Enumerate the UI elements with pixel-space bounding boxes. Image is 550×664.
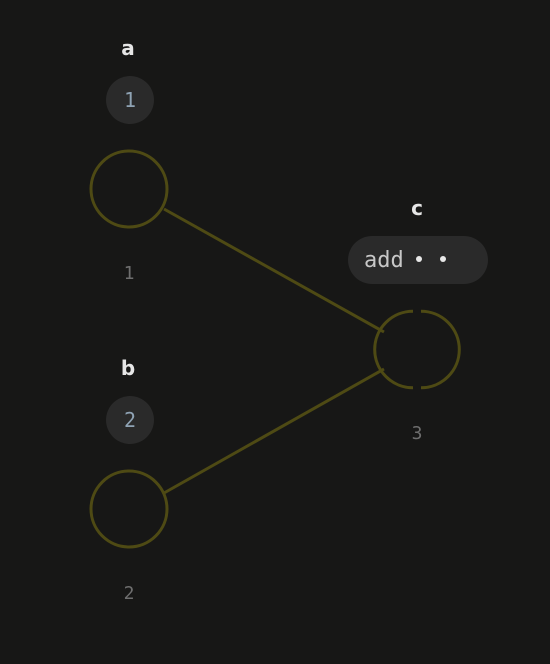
- input-port-1-icon[interactable]: [415, 256, 422, 262]
- node-a-value-pill[interactable]: 1: [106, 76, 154, 124]
- node-c-operation-label: add: [364, 247, 404, 273]
- node-b-circle[interactable]: [89, 469, 169, 549]
- node-a-circle[interactable]: [89, 149, 169, 229]
- node-a-output: 1: [123, 263, 135, 284]
- edge-a-to-c: [163, 207, 385, 334]
- input-port-2-icon[interactable]: [439, 256, 446, 262]
- edge-b-to-c: [163, 367, 385, 495]
- node-a-title: a: [121, 36, 135, 60]
- node-c-operation-pill[interactable]: add: [348, 236, 488, 284]
- node-c-circle[interactable]: [373, 309, 461, 390]
- node-b-title: b: [120, 356, 136, 380]
- node-b-output: 2: [123, 583, 135, 604]
- node-c-output: 3: [411, 423, 423, 444]
- node-b-value-pill[interactable]: 2: [106, 396, 154, 444]
- node-c-title: c: [411, 196, 423, 220]
